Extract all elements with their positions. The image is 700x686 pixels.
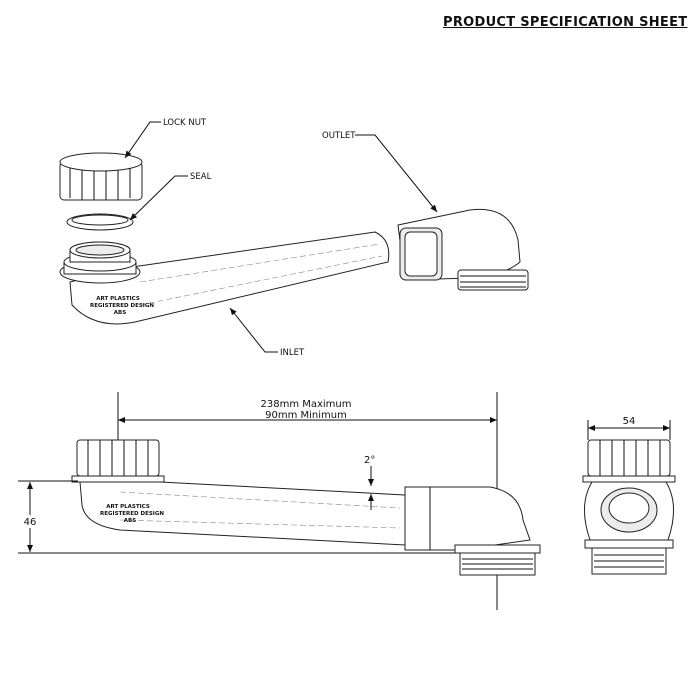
label-outlet: OUTLET xyxy=(322,131,356,141)
outlet-elbow xyxy=(397,208,529,291)
side-view: 238mm Maximum 90mm Minimum ART PLASTICS … xyxy=(18,392,541,610)
page-title: PRODUCT SPECIFICATION SHEET xyxy=(443,15,688,30)
seal xyxy=(66,213,134,231)
label-lock-nut: LOCK NUT xyxy=(163,118,207,128)
logo-line-1: ART PLASTICS xyxy=(96,296,140,302)
lock-nut xyxy=(59,152,143,201)
angle-label: 2° xyxy=(364,455,375,466)
label-seal: SEAL xyxy=(190,172,212,182)
side-logo-line-3: ABS xyxy=(124,518,136,524)
length-min-label: 90mm Minimum xyxy=(265,410,347,421)
width-label: 54 xyxy=(623,416,636,427)
length-max-label: 238mm Maximum xyxy=(260,399,351,410)
logo-line-3: ABS xyxy=(114,310,126,316)
end-view: 54 xyxy=(582,416,676,575)
label-inlet: INLET xyxy=(280,348,305,358)
logo-line-2: REGISTERED DESIGN xyxy=(90,303,154,309)
side-logo-line-1: ART PLASTICS xyxy=(106,504,150,510)
height-label: 46 xyxy=(24,517,37,528)
side-logo-line-2: REGISTERED DESIGN xyxy=(100,511,164,517)
inlet-pipe: ART PLASTICS REGISTERED DESIGN ABS xyxy=(59,231,390,325)
